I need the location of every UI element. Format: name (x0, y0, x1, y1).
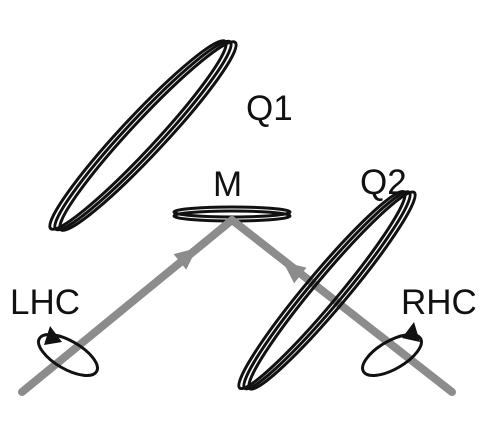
waveplate-q1 (48, 39, 238, 232)
label-rhc: RHC (401, 283, 477, 322)
lhc-polarization-icon (37, 326, 99, 377)
reflected-beam-arrowhead (283, 262, 307, 284)
label-m: M (213, 165, 242, 204)
label-q2: Q2 (360, 163, 407, 202)
label-q1: Q1 (246, 89, 293, 128)
incoming-beam-arrowhead (173, 248, 197, 270)
rhc-polarization-icon (361, 322, 423, 377)
waveplate-q2 (237, 189, 417, 391)
label-lhc: LHC (10, 283, 80, 322)
reflected-beam (228, 216, 456, 396)
